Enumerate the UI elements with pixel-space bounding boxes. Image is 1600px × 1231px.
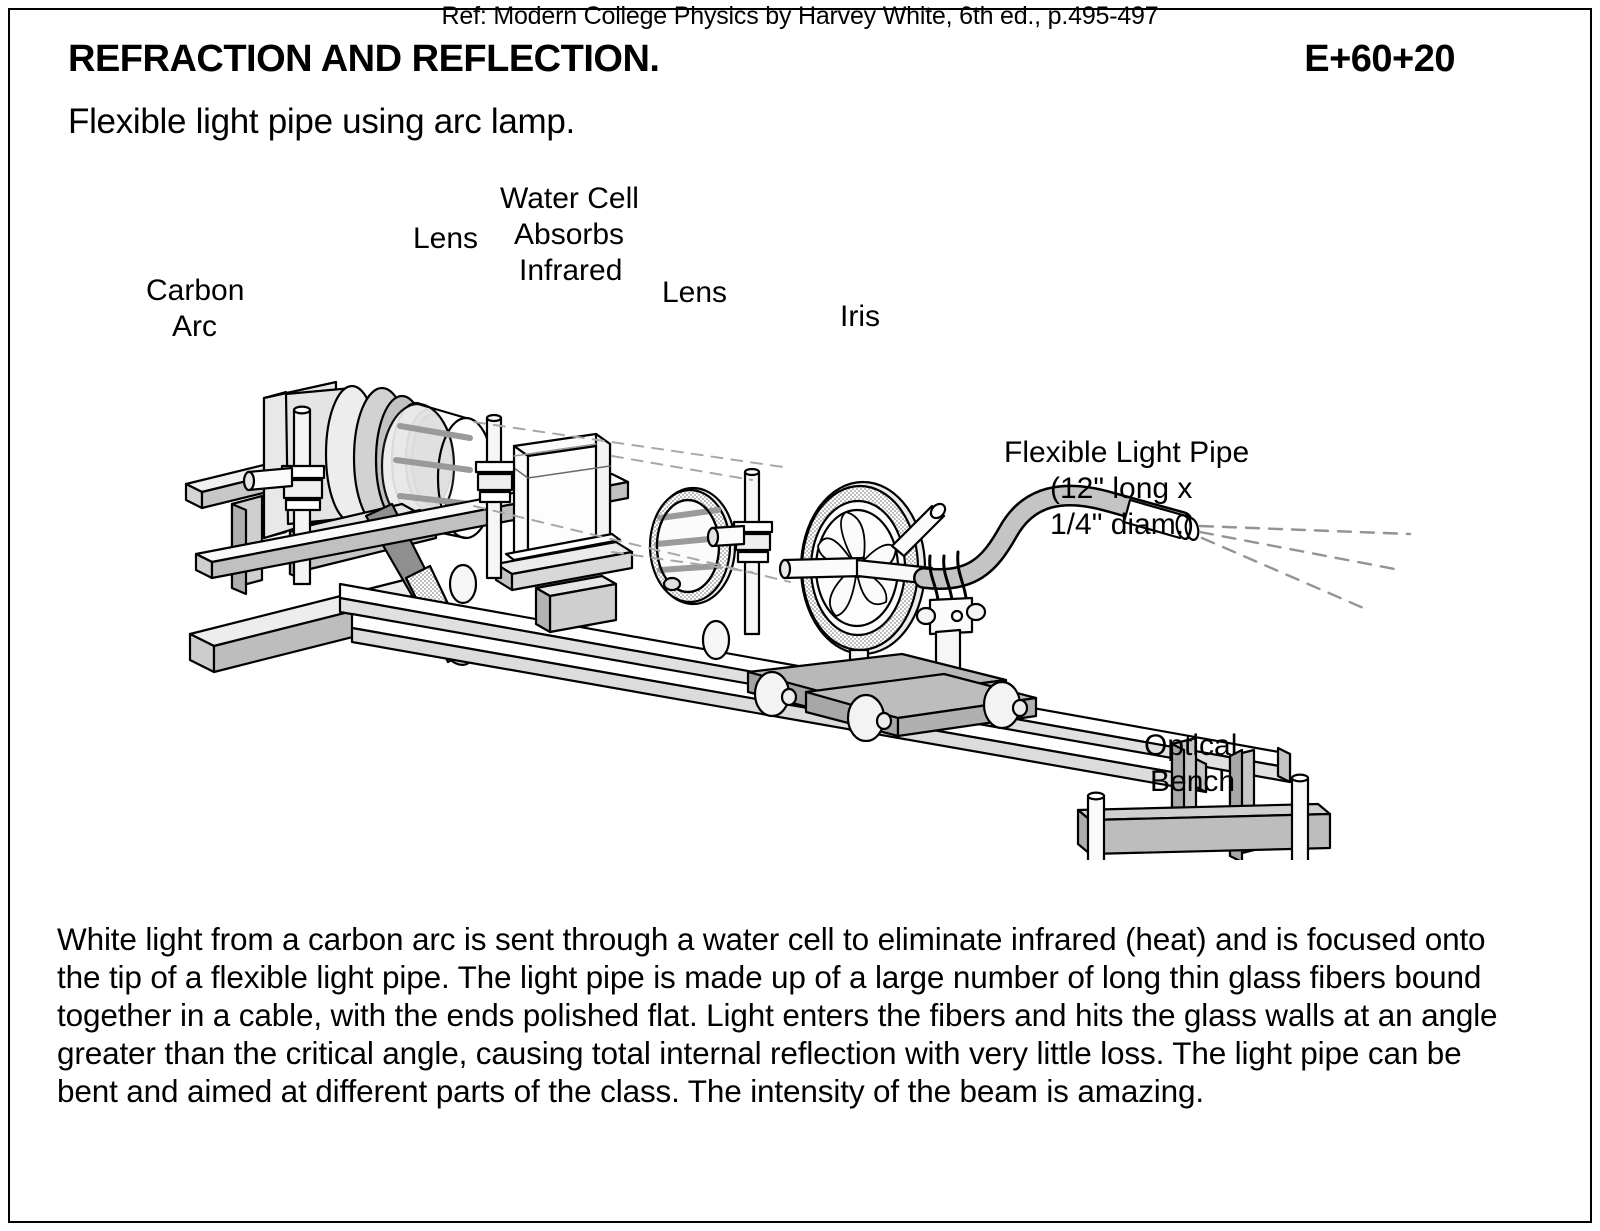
label-light-pipe-line1: Flexible Light Pipe: [1004, 436, 1249, 469]
optical-path-rays: [473, 421, 791, 583]
post-lens-two: [706, 467, 774, 636]
label-optical-bench-line1: Optical: [1144, 729, 1237, 762]
label-carbon-arc-line2: Arc: [172, 310, 217, 343]
page-title: REFRACTION AND REFLECTION.: [68, 38, 660, 80]
label-water-cell-line2: Absorbs: [514, 218, 624, 251]
label-water-cell-line1: Water Cell: [500, 182, 639, 215]
description-paragraph: White light from a carbon arc is sent th…: [57, 921, 1498, 1109]
label-optical-bench-line2: Bench: [1150, 765, 1235, 798]
apparatus-diagram: Carbon Arc Lens Water Cell Absorbs Infra…: [0, 160, 1600, 860]
emitted-light-rays: [1198, 524, 1412, 612]
page-subtitle: Flexible light pipe using arc lamp.: [68, 102, 575, 141]
label-light-pipe-line3: 1/4" diam.): [1050, 508, 1194, 541]
figure-labels: Carbon Arc Lens Water Cell Absorbs Infra…: [146, 182, 1249, 798]
label-lens-one: Lens: [413, 222, 478, 255]
carriage-knobs: [753, 670, 1029, 743]
label-iris: Iris: [840, 300, 880, 333]
label-light-pipe-line2: (12" long x: [1050, 472, 1192, 505]
water-cell-tray: [494, 532, 634, 592]
flexible-light-pipe: [913, 484, 1200, 590]
reference-line: Ref: Modern College Physics by Harvey Wh…: [441, 2, 1159, 30]
label-carbon-arc-line1: Carbon: [146, 274, 244, 307]
lens-two: [648, 486, 737, 606]
bench-floor-legs: [1086, 773, 1310, 860]
label-lens-two: Lens: [662, 276, 727, 309]
water-cell-stand: [534, 574, 618, 634]
post-water-cell: [474, 413, 516, 580]
bench-foot-rail-right: [1076, 802, 1332, 856]
demo-code: E+60+20: [1304, 38, 1455, 80]
label-water-cell-line3: Infrared: [519, 254, 622, 287]
